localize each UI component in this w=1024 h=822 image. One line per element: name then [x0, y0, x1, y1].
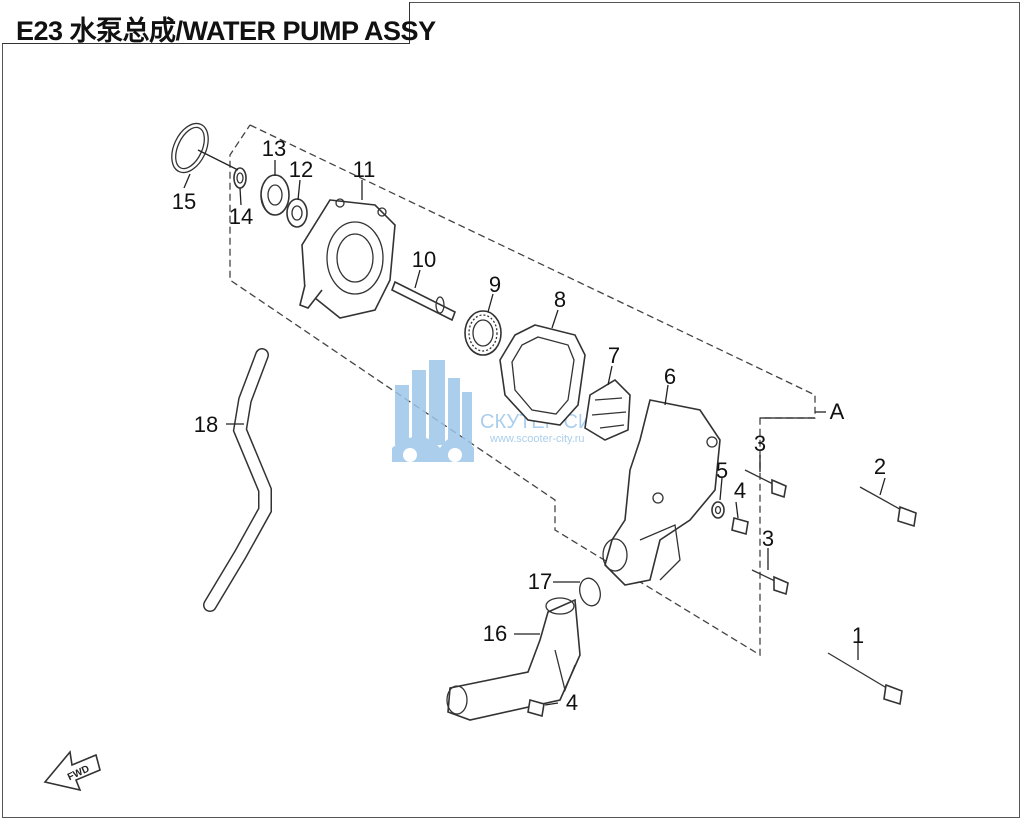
part-9-mechanical-seal: [464, 310, 502, 356]
callout-3-lower: 3: [762, 526, 774, 551]
callout-18: 18: [194, 412, 218, 437]
callout-9: 9: [489, 272, 501, 297]
detail-label-a: A: [830, 399, 845, 424]
callout-4-lower: 4: [566, 690, 578, 715]
part-10-shaft: [390, 280, 457, 322]
callout-16: 16: [483, 621, 507, 646]
callout-8: 8: [554, 287, 566, 312]
part-8-gasket: [499, 324, 586, 426]
part-1-long-bolt: [827, 652, 903, 706]
callout-11: 11: [353, 157, 376, 182]
callout-4-upper: 4: [734, 478, 746, 503]
watermark-url: www.scooter-city.ru: [489, 433, 585, 445]
part-15-o-ring: [171, 122, 209, 174]
part-3-bolt-upper: [744, 469, 787, 499]
callout-7: 7: [608, 343, 620, 368]
part-14-oil-seal: [233, 167, 247, 189]
callout-15: 15: [172, 189, 196, 214]
part-12-washer: [286, 198, 308, 228]
callout-13: 13: [262, 136, 286, 161]
part-18-hose: [203, 348, 272, 612]
callout-1: 1: [852, 623, 864, 648]
title-box: E23 水泵总成/WATER PUMP ASSY: [2, 2, 436, 46]
subassembly-outline: [229, 124, 816, 657]
page-title: E23 水泵总成/WATER PUMP ASSY: [16, 16, 436, 46]
watermark-logo: СКУТЕР СИТИ www.scooter-city.ru: [392, 360, 619, 462]
callout-17: 17: [528, 569, 552, 594]
part-11-pump-body: [299, 198, 396, 319]
callout-12: 12: [289, 157, 313, 182]
part-4-bolt-lower: [527, 698, 545, 718]
callout-5: 5: [716, 458, 728, 483]
callout-10: 10: [412, 247, 436, 272]
callout-3-upper: 3: [754, 431, 766, 456]
callout-2: 2: [874, 454, 886, 479]
part-4-bolt-upper: [731, 516, 749, 536]
callout-14: 14: [229, 204, 253, 229]
fwd-arrow-icon: FWD: [43, 750, 101, 792]
part-2-long-bolt: [859, 486, 917, 528]
part-7-impeller: [584, 378, 631, 441]
part-6-pump-cover: [602, 399, 721, 586]
part-3-bolt-lower: [751, 569, 789, 596]
callout-6: 6: [664, 364, 676, 389]
part-16-pipe: [446, 597, 581, 721]
part-5-washer: [711, 501, 725, 519]
part-13-bearing: [260, 174, 290, 216]
part-17-o-ring: [579, 577, 601, 607]
leader-lines: [183, 149, 886, 706]
